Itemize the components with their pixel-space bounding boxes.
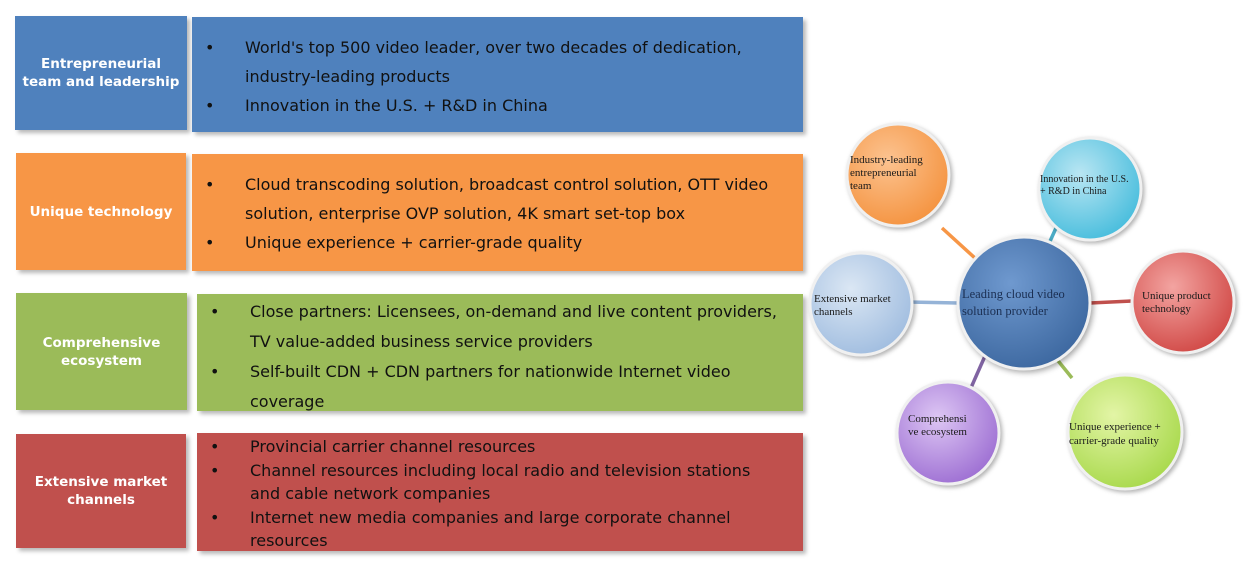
row-content-leadership: World's top 500 video leader, over two d… — [192, 17, 803, 132]
bullet-item: Close partners: Licensees, on-demand and… — [197, 297, 803, 357]
svg-text:Unique experience +carrier-gra: Unique experience +carrier-grade quality — [1069, 421, 1161, 447]
node-innovation: Innovation in the U.S.+ R&D in China — [1037, 136, 1143, 242]
connector-line — [940, 226, 978, 261]
bullet-item: Innovation in the U.S. + R&D in China — [192, 91, 803, 120]
connector-line — [907, 300, 959, 305]
bullet-item: Unique experience + carrier-grade qualit… — [192, 228, 803, 257]
row-content-ecosystem: Close partners: Licensees, on-demand and… — [197, 294, 803, 411]
bullet-item: Channel resources including local radio … — [197, 459, 803, 506]
bullet-item: Internet new media companies and large c… — [197, 506, 803, 553]
bullet-item: Cloud transcoding solution, broadcast co… — [192, 170, 803, 228]
svg-text:Innovation in the U.S.+ R&D in: Innovation in the U.S.+ R&D in China — [1040, 174, 1129, 197]
row-content-channels: Provincial carrier channel resources Cha… — [197, 433, 803, 551]
bullet-item: Self-built CDN + CDN partners for nation… — [197, 357, 803, 417]
bullet-item: World's top 500 video leader, over two d… — [192, 33, 803, 91]
connector-line — [968, 355, 987, 391]
bullet-item: Provincial carrier channel resources — [197, 435, 803, 459]
svg-text:Comprehensive ecosystem: Comprehensive ecosystem — [908, 413, 967, 438]
row-content-technology: Cloud transcoding solution, broadcast co… — [192, 154, 803, 271]
row-label-technology: Unique technology — [16, 153, 186, 270]
node-quality: Unique experience +carrier-grade quality — [1066, 373, 1184, 491]
connector-line — [1089, 299, 1133, 305]
